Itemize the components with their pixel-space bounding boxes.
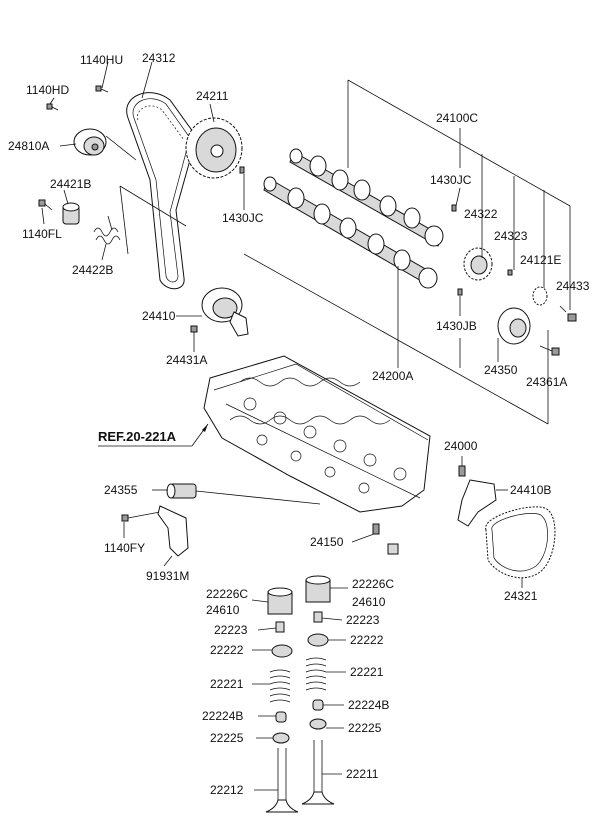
label-22212: 22212 xyxy=(210,783,244,797)
retainer-22223-right xyxy=(313,611,343,623)
bolt-1140hu xyxy=(95,85,109,93)
part-labels: 1140HU 24312 1140HD 24211 24810A 24100C … xyxy=(8,51,590,797)
cvvt-24350 xyxy=(497,307,531,345)
label-22224b-right: 22224B xyxy=(348,698,389,712)
seal-22224b-left xyxy=(258,711,287,723)
ocv-24355 xyxy=(152,483,321,505)
bolt-1140fl xyxy=(38,199,53,211)
label-reference: REF.20-221A xyxy=(98,429,177,444)
chain-guide-24410b xyxy=(457,479,508,527)
label-1140hd: 1140HD xyxy=(26,83,69,97)
label-22221-left: 22221 xyxy=(210,677,244,691)
spring-24422b xyxy=(93,215,121,245)
label-24810a: 24810A xyxy=(8,139,49,153)
pin-1430jc-b xyxy=(451,204,457,212)
label-22223-right: 22223 xyxy=(346,613,380,627)
hla-24610-right xyxy=(305,575,348,603)
label-22225-left: 22225 xyxy=(210,731,244,745)
label-24322: 24322 xyxy=(464,207,498,221)
label-1140hu: 1140HU xyxy=(80,53,123,67)
label-24121e: 24121E xyxy=(520,253,561,267)
retainer-22223-left xyxy=(257,621,285,633)
label-24410b: 24410B xyxy=(510,483,551,497)
pin-1430jc-a xyxy=(239,166,245,174)
bolt-24000 xyxy=(458,456,466,477)
bolt-1140hd xyxy=(46,103,59,111)
label-22221-right: 22221 xyxy=(350,665,384,679)
label-24422b: 24422B xyxy=(72,263,113,277)
seat-22225-left xyxy=(256,732,290,744)
label-24200a: 24200A xyxy=(372,369,413,383)
bracket-91931m xyxy=(157,505,189,567)
label-24350: 24350 xyxy=(484,363,518,377)
label-22223-left: 22223 xyxy=(214,623,248,637)
label-22225-right: 22225 xyxy=(348,721,382,735)
leader-lines-top xyxy=(41,61,571,425)
hla-24610-left xyxy=(251,587,293,615)
pin-1430jb xyxy=(457,288,463,296)
seat-22222-right xyxy=(307,633,346,647)
seat-22222-left xyxy=(252,644,293,658)
label-91931m: 91931M xyxy=(146,569,189,583)
label-24100c: 24100C xyxy=(436,111,478,125)
label-22222-right: 22222 xyxy=(350,633,384,647)
label-1140fy: 1140FY xyxy=(104,541,145,555)
label-22226c-right: 22226C xyxy=(352,577,394,591)
bolt-24431a xyxy=(190,325,198,342)
spring-22221-left xyxy=(252,669,291,703)
label-24410: 24410 xyxy=(142,309,176,323)
intake-camshaft-24100c xyxy=(289,148,444,247)
timing-chain-24321 xyxy=(485,506,556,588)
tensioner-24421b xyxy=(62,202,80,225)
label-24321: 24321 xyxy=(504,589,538,603)
label-24211: 24211 xyxy=(196,89,229,103)
valve-22211 xyxy=(301,740,342,805)
seal-22224b-right xyxy=(312,699,344,711)
label-24000: 24000 xyxy=(444,439,478,453)
label-24312: 24312 xyxy=(142,51,176,65)
label-24355: 24355 xyxy=(104,483,138,497)
bolt-24361a xyxy=(539,345,560,356)
label-24610-left: 24610 xyxy=(206,603,240,617)
timing-belt xyxy=(126,92,197,290)
label-24431a: 24431A xyxy=(166,353,207,367)
exhaust-camshaft-24200a xyxy=(263,176,438,289)
label-22211: 22211 xyxy=(346,767,379,781)
label-22224b-left: 22224B xyxy=(202,709,243,723)
valve-22212 xyxy=(254,748,299,813)
label-24150: 24150 xyxy=(310,535,344,549)
bolt-24433 xyxy=(559,305,577,322)
label-22226c-left: 22226C xyxy=(206,587,248,601)
label-1430jc-b: 1430JC xyxy=(430,173,472,187)
sprocket-24322 xyxy=(463,247,493,281)
bolt-1140fy xyxy=(121,511,161,538)
label-24610-right: 24610 xyxy=(352,595,386,609)
label-22222-left: 22222 xyxy=(210,643,244,657)
sprocket-24121e xyxy=(532,286,548,306)
idler-pulley-24810a xyxy=(73,128,107,156)
label-1430jb: 1430JB xyxy=(436,319,477,333)
label-24323: 24323 xyxy=(494,229,528,243)
label-1140fl: 1140FL xyxy=(22,227,62,241)
cam-sprocket-24211 xyxy=(185,117,243,179)
key-24323 xyxy=(507,269,513,276)
plug-24150 xyxy=(351,523,399,555)
reference-pointer xyxy=(98,423,209,447)
seat-22225-right xyxy=(309,718,344,730)
label-24421b: 24421B xyxy=(50,177,91,191)
label-24361a: 24361A xyxy=(526,375,567,389)
tensioner-pulley-24410 xyxy=(201,287,249,337)
label-24433: 24433 xyxy=(556,279,590,293)
label-1430jc-a: 1430JC xyxy=(222,211,264,225)
spring-22221-right xyxy=(305,657,346,691)
cylinder-head xyxy=(203,355,431,513)
